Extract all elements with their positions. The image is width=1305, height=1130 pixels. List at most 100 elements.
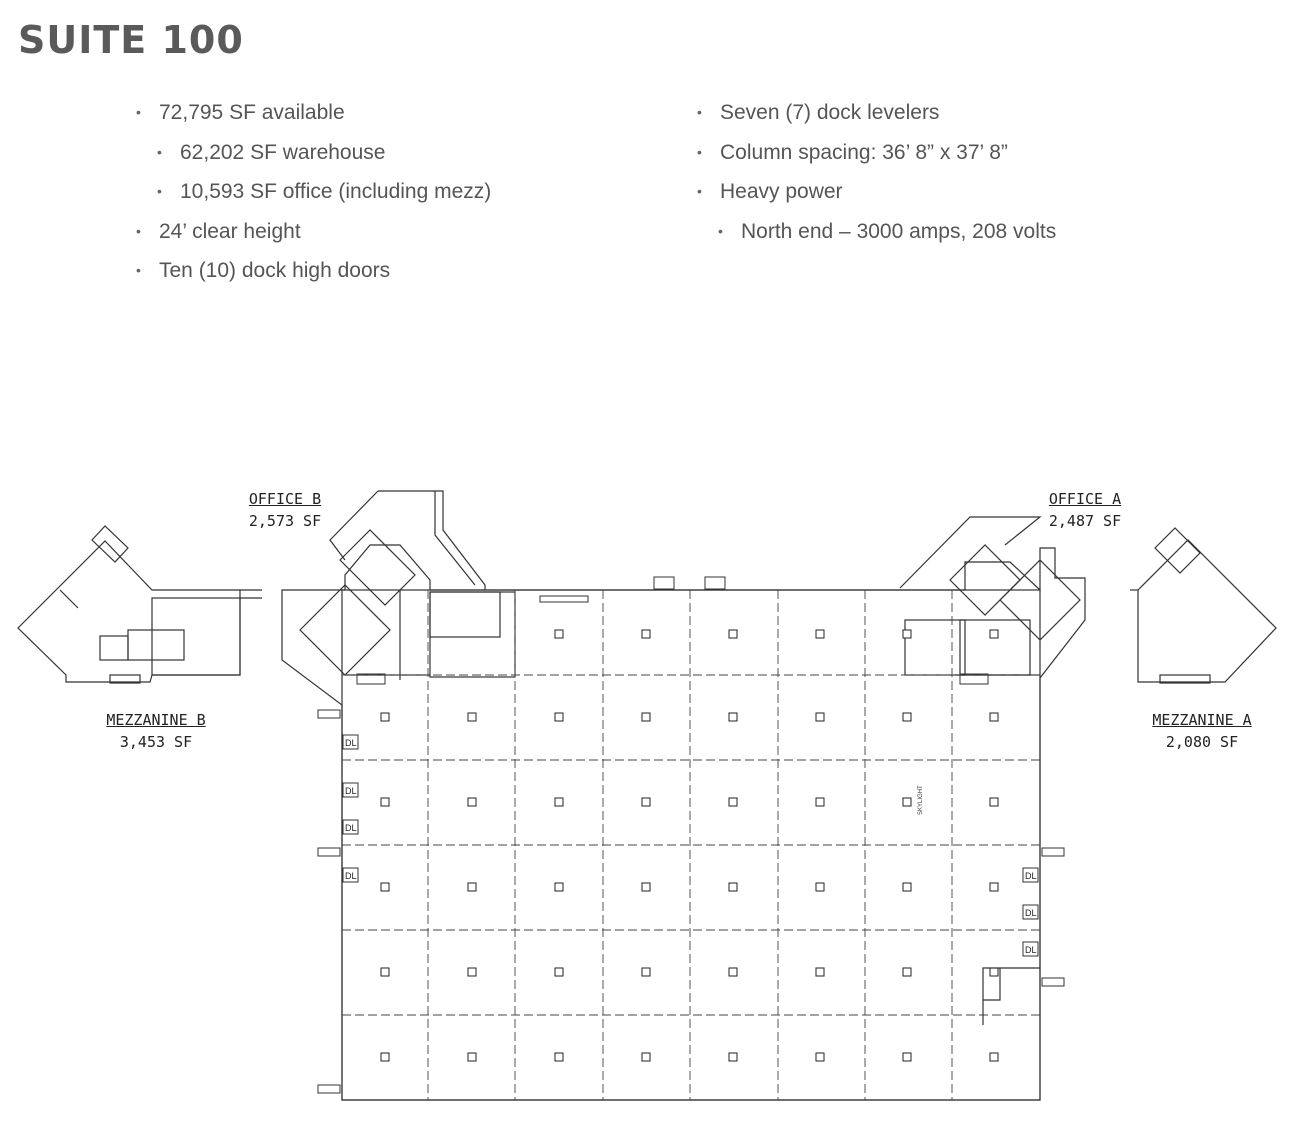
stair-icon (704, 576, 726, 590)
column-marker (902, 1052, 912, 1062)
bullet-dot-icon: • (157, 183, 162, 200)
office-corner-room (982, 967, 1040, 1025)
column-marker (467, 797, 477, 807)
office-a-room (999, 559, 1081, 641)
column-marker (641, 1052, 651, 1062)
column-marker (554, 712, 564, 722)
stair-icon (539, 595, 589, 603)
bullet-dot-icon: • (697, 183, 702, 200)
list-item: •10,593 SF office (including mezz) (136, 172, 491, 212)
column-marker (728, 1052, 738, 1062)
column-marker (641, 967, 651, 977)
column-marker (554, 882, 564, 892)
bullet-dot-icon: • (136, 104, 141, 120)
list-item: •24’ clear height (136, 212, 491, 252)
dock-leveler-label: DL (345, 738, 357, 748)
list-item: •Ten (10) dock high doors (136, 251, 491, 291)
column-marker (815, 882, 825, 892)
dock-leveler-box (342, 734, 359, 750)
office-b-label: OFFICE B 2,573 SF (248, 490, 322, 530)
mezzanine-b-label: MEZZANINE B 3,453 SF (106, 711, 206, 751)
stair-icon (653, 576, 675, 590)
dock-leveler-box (342, 819, 359, 835)
mezzanine-a-label: MEZZANINE A 2,080 SF (1152, 711, 1252, 751)
column-marker (641, 712, 651, 722)
dock-leveler-label: DL (1025, 871, 1037, 881)
office-b-annex (378, 490, 486, 590)
column-marker (815, 712, 825, 722)
dock-leveler-label: DL (345, 786, 357, 796)
column-marker (989, 712, 999, 722)
dock-leveler-box (342, 782, 359, 798)
dock-leveler-box (342, 867, 359, 883)
bullet-dot-icon: • (697, 143, 702, 160)
dock-leveler-label: DL (1025, 945, 1037, 955)
column-marker (554, 797, 564, 807)
dock-leveler-label: DL (345, 871, 357, 881)
feature-list-left: •72,795 SF available •62,202 SF warehous… (136, 93, 491, 291)
stair-icon (317, 1084, 341, 1094)
column-marker (554, 1052, 564, 1062)
column-marker (728, 967, 738, 977)
column-marker (554, 967, 564, 977)
column-marker (989, 1052, 999, 1062)
dock-leveler-label: DL (1025, 908, 1037, 918)
stair-icon (317, 847, 341, 857)
office-a-label: OFFICE A 2,487 SF (1048, 490, 1122, 530)
column-marker (728, 629, 738, 639)
column-marker (380, 712, 390, 722)
dock-leveler-label: DL (345, 823, 357, 833)
list-item: •72,795 SF available (136, 93, 491, 133)
column-marker (554, 629, 564, 639)
office-b-room (299, 584, 391, 676)
column-marker (902, 967, 912, 977)
bullet-dot-icon: • (157, 143, 162, 160)
column-marker (902, 712, 912, 722)
column-markers (380, 629, 999, 1062)
column-marker (467, 712, 477, 722)
mezzanine-a-plan (1130, 527, 1277, 684)
feature-list-right: •Seven (7) dock levelers •Column spacing… (697, 93, 1056, 251)
bullet-dot-icon: • (697, 104, 702, 120)
list-item: •Heavy power (697, 172, 1056, 212)
column-marker (467, 1052, 477, 1062)
page-title: SUITE 100 (18, 18, 244, 62)
list-item: •62,202 SF warehouse (136, 133, 491, 173)
list-item: •Column spacing: 36’ 8” x 37’ 8” (697, 133, 1056, 173)
column-marker (902, 797, 912, 807)
column-marker (641, 629, 651, 639)
office-b-room (429, 591, 501, 638)
column-marker (815, 797, 825, 807)
bullet-dot-icon: • (136, 262, 141, 279)
office-a-annex (899, 516, 1042, 589)
stair-icon (959, 673, 989, 685)
bullet-dot-icon: • (718, 222, 723, 239)
stair-icon (1041, 847, 1065, 857)
column-marker (989, 967, 999, 977)
column-marker (815, 967, 825, 977)
dock-levelers: DL DL DL DL DL DL DL (342, 734, 1039, 957)
column-marker (380, 967, 390, 977)
dock-leveler-box (1022, 867, 1039, 883)
column-marker (815, 629, 825, 639)
skylight-label: SKYLIGHT (918, 785, 924, 815)
column-marker (989, 882, 999, 892)
column-marker (728, 797, 738, 807)
column-marker (728, 882, 738, 892)
stair-icon (356, 673, 386, 685)
dock-leveler-box (1022, 904, 1039, 920)
list-item: •Seven (7) dock levelers (697, 93, 1056, 133)
mezzanine-b-plan (17, 525, 262, 684)
list-item: •North end – 3000 amps, 208 volts (697, 212, 1056, 252)
office-a-room (904, 619, 966, 676)
column-marker (467, 882, 477, 892)
column-marker (380, 797, 390, 807)
column-marker (467, 967, 477, 977)
stair-icon (1041, 977, 1065, 987)
column-grid (342, 590, 1040, 1100)
bullet-dot-icon: • (136, 222, 141, 239)
column-marker (380, 882, 390, 892)
column-marker (902, 882, 912, 892)
column-marker (641, 882, 651, 892)
column-marker (989, 797, 999, 807)
